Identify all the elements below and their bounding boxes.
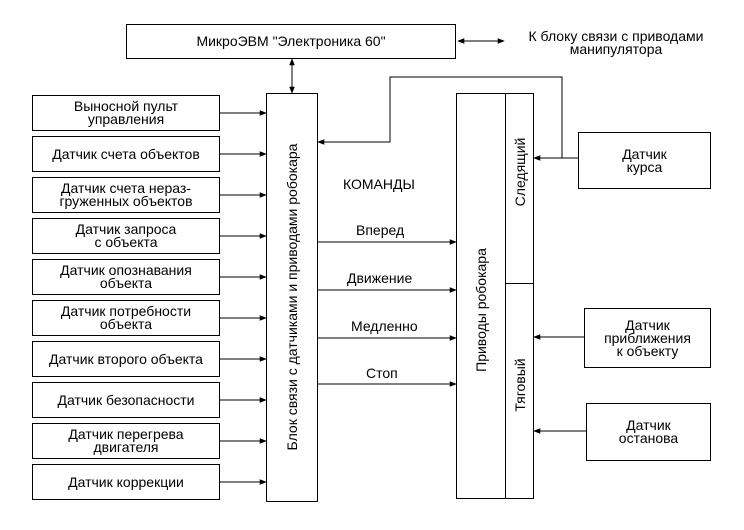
right-sensor-approach-line-3: к объекту	[616, 342, 679, 359]
drives-block	[456, 93, 506, 499]
left-sensor-label: Датчик запроса	[75, 221, 177, 237]
follower-drive-box	[505, 93, 534, 284]
left-sensor-box: Датчик второго объекта	[32, 341, 220, 377]
right-sensor-approach-line-2: приближения	[604, 329, 691, 346]
follower-drive-label: Следящий	[512, 137, 528, 207]
command-slow: Медленно	[351, 318, 418, 334]
right-sensor-course-line-2: курса	[626, 158, 663, 175]
command-stop: Стоп	[366, 365, 398, 381]
right-sensor-course-line-1: Датчик	[622, 145, 667, 162]
right-sensor-course: Датчик курса	[578, 132, 711, 189]
left-sensor-label: управления	[87, 111, 165, 127]
right-sensor-stop: Датчик останова	[586, 403, 711, 461]
left-sensor-box: Датчик счета нераз-груженных объектов	[32, 177, 220, 213]
left-sensor-box: Датчик безопасности	[32, 382, 220, 418]
left-sensor-label: груженных объектов	[59, 193, 193, 209]
manipulator-note-line-2: манипулятора	[569, 41, 663, 57]
left-sensor-label: двигателя	[93, 439, 159, 455]
left-sensor-label: Датчик второго объекта	[49, 350, 203, 367]
left-sensor-label: Датчик опознавания	[60, 262, 192, 278]
manipulator-note-line-1: К блоку связи с приводами	[528, 28, 704, 44]
computer-label: МикроЭВМ "Электроника 60"	[196, 33, 386, 49]
left-sensor-label: с объекта	[94, 234, 158, 250]
right-sensor-approach: Датчик приближения к объекту	[584, 308, 711, 368]
left-sensor-label: объекта	[99, 275, 153, 291]
drives-block-label: Приводы робокара	[473, 248, 489, 372]
right-sensor-approach-line-1: Датчик	[625, 316, 670, 333]
right-sensor-stop-line-1: Датчик	[626, 417, 671, 433]
manipulator-note: К блоку связи с приводами манипулятора	[506, 28, 726, 57]
traction-drive-box	[505, 283, 534, 499]
right-sensor-stop-line-2: останова	[618, 430, 679, 446]
interface-block-label: Блок связи с датчиками и приводами робок…	[284, 143, 300, 451]
left-sensor-label: Датчик коррекции	[68, 473, 184, 490]
computer-box: МикроЭВМ "Электроника 60"	[126, 24, 456, 59]
left-sensor-label: Датчик потребности	[60, 303, 192, 319]
left-sensor-label: Датчик счета нераз-	[61, 180, 191, 196]
traction-drive-label: Тяговый	[512, 358, 528, 412]
commands-title: КОМАНДЫ	[343, 176, 415, 192]
left-sensor-label: Датчик безопасности	[57, 391, 195, 408]
command-motion: Движение	[347, 270, 413, 286]
left-sensor-box: Датчик коррекции	[32, 464, 220, 500]
command-forward: Вперед	[356, 222, 405, 238]
left-sensor-box: Датчик счета объектов	[32, 136, 220, 172]
interface-block	[266, 93, 318, 502]
left-sensor-label: объекта	[99, 316, 153, 332]
left-sensor-label: Датчик перегрева	[68, 426, 184, 442]
course-feedback-line	[317, 76, 578, 159]
left-sensor-label: Выносной пульт	[73, 98, 179, 114]
left-sensor-label: Датчик счета объектов	[52, 145, 200, 162]
